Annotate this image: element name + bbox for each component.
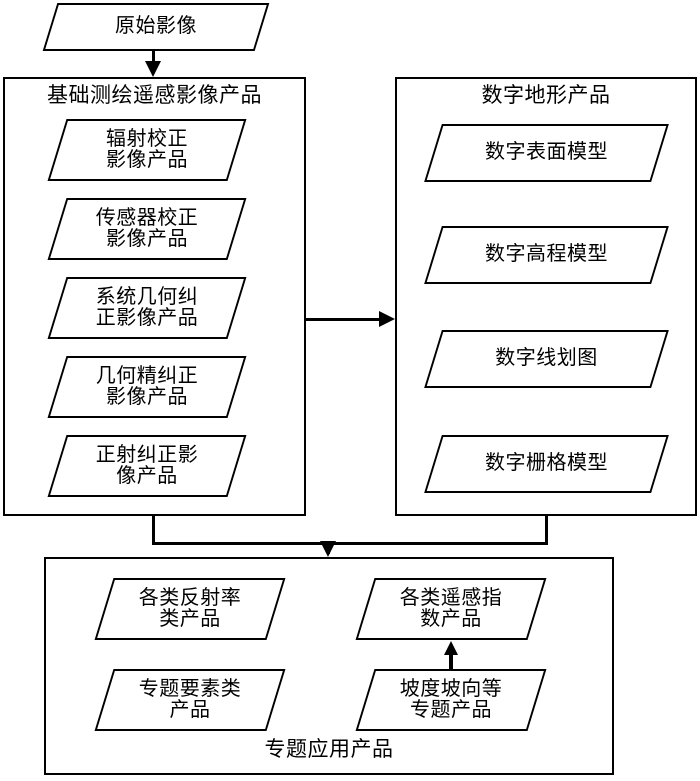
group-title-basic: 基础测绘遥感影像产品	[47, 83, 262, 107]
node-label: 传感器校正 影像产品	[95, 206, 199, 250]
group-title-terrain: 数字地形产品	[481, 83, 611, 107]
connector-terrain-down-stub	[545, 516, 548, 545]
node-label: 数字栅格模型	[485, 452, 608, 475]
node-digital-elevation-model[interactable]: 数字高程模型	[424, 226, 669, 284]
connector-merge-horizontal-line	[152, 542, 548, 545]
connector-slope-to-index-line	[449, 646, 453, 670]
connector-source-to-basic-arrowhead	[145, 61, 161, 77]
node-reflectance-products[interactable]: 各类反射率 类产品	[94, 578, 286, 640]
group-title-thematic: 专题应用产品	[264, 737, 394, 761]
node-label: 坡度坡向等 专题产品	[399, 677, 503, 721]
node-label: 各类反射率 类产品	[138, 586, 242, 630]
node-label: 数字高程模型	[485, 243, 608, 266]
node-systematic-geometric-correction[interactable]: 系统几何纠 正影像产品	[47, 277, 247, 339]
node-digital-line-graphic[interactable]: 数字线划图	[424, 330, 669, 388]
node-remote-sensing-index-products[interactable]: 各类遥感指 数产品	[355, 578, 547, 640]
node-thematic-feature-products[interactable]: 专题要素类 产品	[94, 669, 286, 731]
connector-basic-to-terrain-line	[306, 318, 383, 321]
connector-basic-to-terrain-arrowhead	[379, 311, 395, 327]
node-label: 辐射校正 影像产品	[106, 127, 188, 171]
node-slope-aspect-thematic-products[interactable]: 坡度坡向等 专题产品	[355, 669, 547, 731]
node-source-image[interactable]: 原始影像	[42, 3, 270, 51]
node-label: 数字线划图	[495, 347, 598, 370]
node-label: 专题要素类 产品	[138, 677, 242, 721]
node-label: 各类遥感指 数产品	[399, 586, 503, 630]
node-label: 几何精纠正 影像产品	[95, 364, 199, 408]
node-label: 系统几何纠 正影像产品	[95, 285, 199, 329]
connector-basic-down-stub	[152, 516, 155, 545]
node-digital-surface-model[interactable]: 数字表面模型	[424, 124, 669, 182]
node-digital-raster-model[interactable]: 数字栅格模型	[424, 435, 669, 493]
node-label: 数字表面模型	[485, 141, 608, 164]
node-orthorectified[interactable]: 正射纠正影 像产品	[47, 435, 247, 497]
connector-merge-to-thematic-arrowhead	[320, 541, 336, 557]
node-sensor-correction[interactable]: 传感器校正 影像产品	[47, 198, 247, 260]
node-precise-geometric-correction[interactable]: 几何精纠正 影像产品	[47, 356, 247, 418]
connector-slope-to-index-arrowhead	[444, 641, 458, 655]
connector-source-to-basic-line	[152, 51, 155, 63]
node-label: 正射纠正影 像产品	[95, 443, 199, 487]
node-label: 原始影像	[115, 15, 197, 38]
node-radiometric-correction[interactable]: 辐射校正 影像产品	[47, 119, 247, 181]
